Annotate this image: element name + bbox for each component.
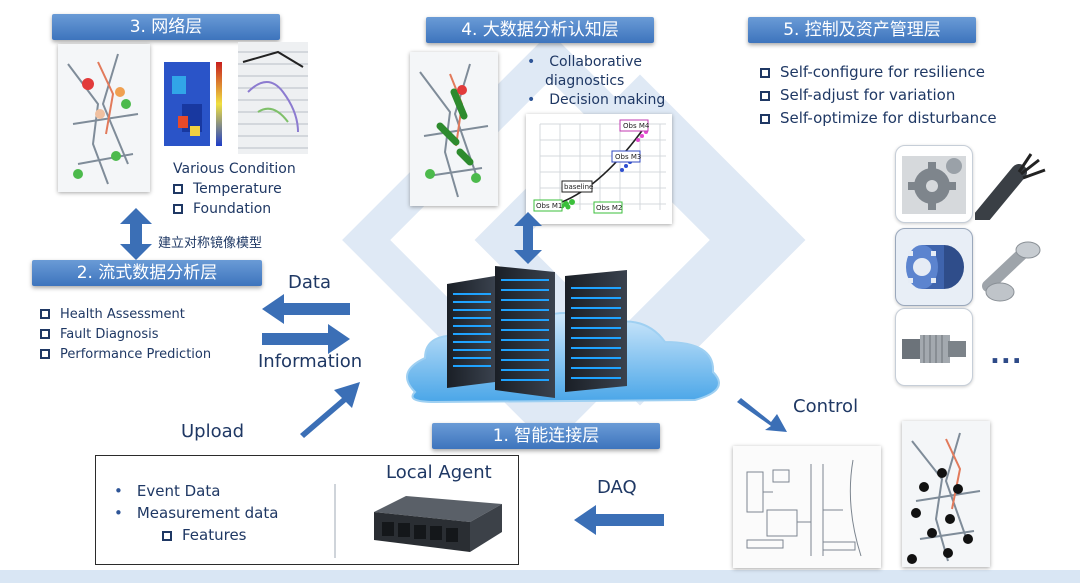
plot-label-baseline: baseline (564, 183, 593, 191)
bolt-icon (982, 241, 1041, 302)
circuit-diagram-image (733, 446, 881, 568)
big-data-bullet: Collaborative diagnostics (527, 53, 677, 91)
stream-analysis-list: Health Assessment Fault Diagnosis Perfor… (40, 305, 211, 365)
stream-item: Health Assessment (40, 305, 211, 325)
connector-icon (902, 335, 966, 363)
stream-layer-banner: 2. 流式数据分析层 (32, 260, 262, 286)
data-left-arrow (262, 294, 350, 324)
control-map-thumbnail (902, 421, 990, 567)
mirror-model-label: 建立对称镜像模型 (158, 236, 263, 251)
control-capabilities-list: Self-configure for resilience Self-adjus… (760, 61, 997, 130)
gear-part-tile (895, 145, 973, 223)
stream-item: Fault Diagnosis (40, 325, 211, 345)
condition-list: Temperature Foundation (173, 179, 282, 219)
network-layer-banner: 3. 网络层 (52, 14, 280, 40)
upload-flow-label: Upload (181, 421, 245, 442)
bearing-icon (906, 245, 964, 289)
rail-map-thumbnail (58, 44, 150, 192)
local-agent-divider (334, 484, 336, 558)
smart-connect-layer-banner: 1. 智能连接层 (432, 423, 660, 449)
local-agent-bullet: Event Data (114, 480, 278, 502)
server-rack-left (447, 276, 495, 388)
control-capability-item: Self-adjust for variation (760, 84, 997, 107)
upload-diagonal-arrow (300, 382, 360, 438)
condition-item: Foundation (173, 199, 282, 219)
information-flow-label: Information (258, 351, 363, 372)
cloud-server-illustration (406, 266, 720, 404)
heatmap-image (158, 56, 228, 152)
local-agent-sub-item: Features (162, 524, 278, 546)
information-right-arrow (262, 324, 350, 354)
connector-part-tile (895, 308, 973, 386)
control-capability-item: Self-optimize for disturbance (760, 107, 997, 130)
local-agent-title: Local Agent (386, 462, 492, 483)
big-data-layer-banner: 4. 大数据分析认知层 (426, 17, 654, 43)
scatter-plot-thumbnail: Obs M4 Obs M3 baseline Obs M1 Obs M2 (526, 114, 672, 224)
cable-icon (973, 153, 1046, 226)
control-flow-label: Control (793, 396, 859, 417)
circuit-diagram-thumbnail (733, 446, 881, 568)
diagnostic-map-thumbnail (410, 52, 498, 206)
control-map-image (902, 421, 990, 567)
more-parts-ellipsis: ... (990, 340, 1023, 370)
rail-map-image (58, 44, 150, 192)
local-agent-box: Event Data Measurement data Features Loc… (95, 455, 519, 565)
cable-part (973, 148, 1051, 226)
local-agent-device-image (374, 496, 502, 552)
daq-flow-label: DAQ (597, 477, 637, 498)
server-rack-right (565, 270, 627, 392)
plot-label-obs-m3: Obs M3 (615, 153, 641, 161)
condition-item: Temperature (173, 179, 282, 199)
plot-label-obs-m4: Obs M4 (623, 122, 650, 130)
scatter-plot-image: Obs M4 Obs M3 baseline Obs M1 Obs M2 (526, 114, 672, 224)
hexgrid-map-image (238, 42, 308, 154)
control-capability-item: Self-configure for resilience (760, 61, 997, 84)
server-rack-center (495, 266, 555, 398)
control-diagonal-arrow (737, 398, 787, 432)
data-flow-label: Data (288, 272, 331, 293)
big-data-double-arrow (514, 212, 542, 264)
plot-label-obs-m1: Obs M1 (536, 202, 562, 210)
plot-label-obs-m2: Obs M2 (596, 204, 622, 212)
bearing-part-tile (895, 228, 973, 306)
gear-icon (902, 156, 966, 214)
mirror-model-double-arrow (120, 208, 152, 260)
big-data-bullet: Decision making (527, 91, 677, 110)
local-agent-bullet: Measurement data (114, 502, 279, 524)
big-data-bullets: Collaborative diagnostics Decision makin… (527, 53, 677, 110)
control-layer-banner: 5. 控制及资产管理层 (748, 17, 976, 43)
diagnostic-map-image (410, 52, 498, 206)
local-agent-bullets: Event Data Measurement data Features (114, 480, 279, 546)
bolt-part (978, 232, 1054, 304)
stream-item: Performance Prediction (40, 345, 211, 365)
daq-left-arrow (574, 505, 664, 535)
various-condition-label: Various Condition (173, 161, 296, 177)
